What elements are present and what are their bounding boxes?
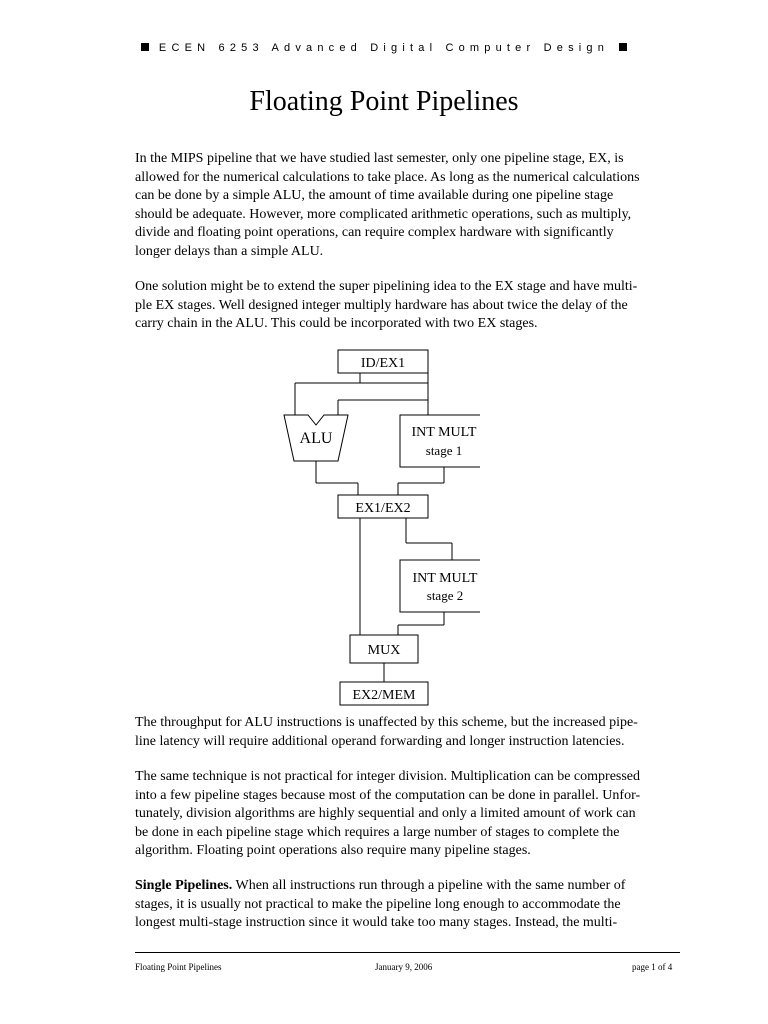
- text-line: longest multi-stage instruction since it…: [135, 915, 618, 930]
- paragraph-throughput: The throughput for ALU instructions is u…: [135, 714, 683, 751]
- footer-divider: [135, 952, 680, 953]
- int-mult-stage2-label: INT MULT: [413, 571, 478, 586]
- page-title: Floating Point Pipelines: [249, 86, 519, 117]
- bullet-square-icon: [140, 43, 149, 51]
- mux-label: MUX: [368, 643, 401, 658]
- paragraph-solution: One solution might be to extend the supe…: [135, 278, 683, 334]
- int-mult-stage1-sublabel: stage 1: [426, 443, 462, 458]
- int-mult-stage2-sublabel: stage 2: [427, 588, 463, 603]
- id-ex1-box: [337, 349, 429, 374]
- text-line: One solution might be to extend the supe…: [135, 279, 638, 294]
- paragraph-division: The same technique is not practical for …: [135, 768, 683, 861]
- ex1-ex2-box: [337, 494, 429, 519]
- ex2-mem-label: EX2/MEM: [353, 688, 417, 703]
- text-line: be done in each pipeline stage which req…: [135, 824, 620, 840]
- section-lead: Single Pipelines.: [135, 878, 233, 893]
- pipeline-diagram: ID/EX1 ALU INT MULT stage 1 EX1/EX2 INT …: [283, 349, 480, 706]
- int-mult-stage1-label: INT MULT: [412, 425, 477, 440]
- ex2-mem-box: [339, 681, 429, 706]
- int-mult-stage1-box: [399, 414, 480, 468]
- footer-page-number: page 1 of 4: [632, 962, 673, 972]
- text-line: should be adequate. However, more compli…: [135, 206, 632, 222]
- text-line: longer delays than a simple ALU.: [135, 243, 324, 259]
- text-line: The same technique is not practical for …: [135, 769, 641, 784]
- text-line: allowed for the numerical calculations t…: [135, 169, 640, 185]
- text-line: In the MIPS pipeline that we have studie…: [135, 151, 624, 166]
- text-line: algorithm. Floating point operations als…: [135, 843, 531, 858]
- text-line: stages, it is usually not practical to m…: [135, 896, 621, 912]
- text-line: Single Pipelines. When all instructions …: [135, 877, 683, 896]
- alu-label: ALU: [300, 430, 333, 447]
- text-line: into a few pipeline stages because most …: [135, 787, 641, 803]
- alu-shape: [283, 414, 349, 462]
- text-line: line latency will require additional ope…: [135, 733, 625, 749]
- text-fragment: When all instructions run through a pipe…: [232, 878, 626, 893]
- bullet-square-icon: [619, 43, 628, 51]
- text-line: ple EX stages. Well designed integer mul…: [135, 297, 628, 313]
- page-header: ECEN 6253 Advanced Digital Computer Desi…: [0, 42, 768, 54]
- text-line: carry chain in the ALU. This could be in…: [135, 316, 538, 331]
- text-line: tunately, division algorithms are highly…: [135, 806, 636, 821]
- id-ex1-label: ID/EX1: [361, 356, 405, 371]
- int-mult-stage2-box: [399, 559, 480, 613]
- paragraph-single-pipelines: Single Pipelines. When all instructions …: [135, 877, 683, 933]
- footer-center: January 9, 2006: [375, 962, 433, 972]
- ex1-ex2-label: EX1/EX2: [355, 501, 410, 516]
- course-header-text: ECEN 6253 Advanced Digital Computer Desi…: [158, 42, 610, 54]
- text-line: divide and floating point operations, ca…: [135, 225, 614, 240]
- paragraph-intro: In the MIPS pipeline that we have studie…: [135, 150, 683, 261]
- text-line: The throughput for ALU instructions is u…: [135, 715, 638, 730]
- text-line: can be done by a simple ALU, the amount …: [135, 188, 614, 203]
- footer-left: Floating Point Pipelines: [135, 962, 222, 972]
